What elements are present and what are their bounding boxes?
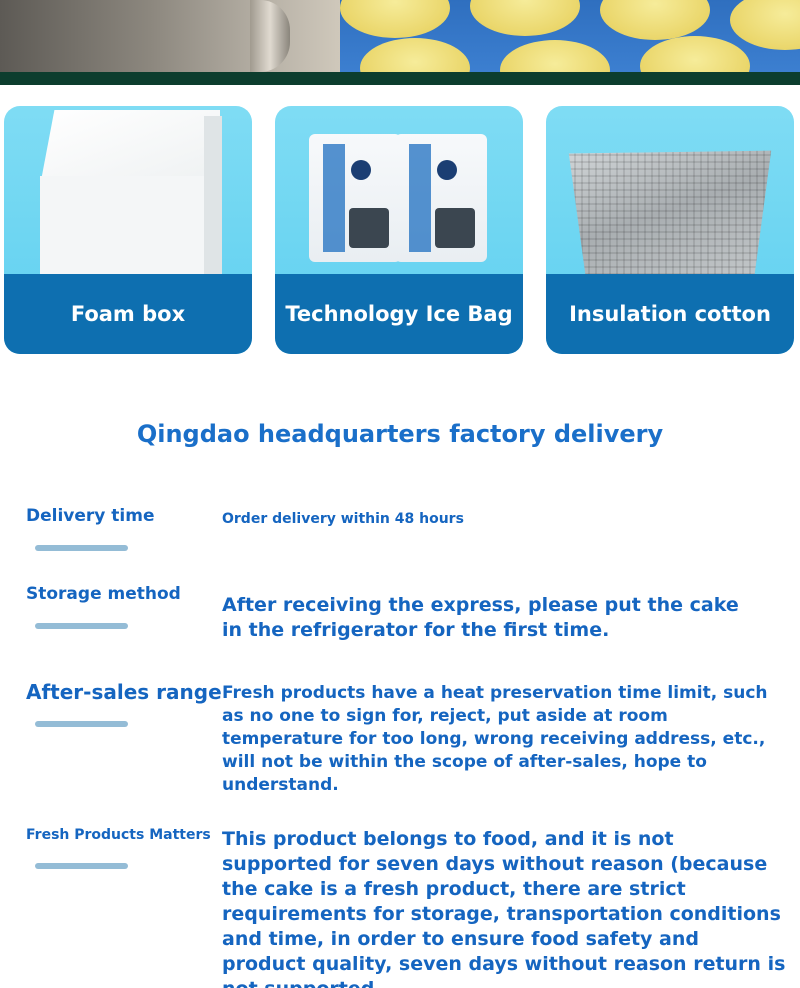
- row-text-fresh-products-matters: This product belongs to food, and it is …: [222, 828, 786, 988]
- card-label: Technology Ice Bag: [285, 302, 513, 326]
- conveyor-banner-image: [0, 0, 800, 72]
- cake-disc: [470, 0, 580, 36]
- row-label-delivery-time: Delivery time: [26, 506, 155, 526]
- card-label: Insulation cotton: [569, 302, 771, 326]
- row-label-storage-method: Storage method: [26, 584, 181, 604]
- row-label-after-sales-range: After-sales range: [26, 680, 222, 704]
- card-label-bar: Insulation cotton: [546, 274, 794, 354]
- row-text-storage-method: After receiving the express, please put …: [222, 594, 739, 641]
- row-text-delivery-time: Order delivery within 48 hours: [222, 511, 464, 527]
- roller-edge-shape: [250, 0, 290, 72]
- cake-disc: [600, 0, 710, 40]
- row-divider: [35, 863, 128, 869]
- cake-disc: [640, 36, 750, 72]
- card-label: Foam box: [70, 302, 186, 326]
- page-title: Qingdao headquarters factory delivery: [136, 420, 664, 448]
- row-text-after-sales-range: Fresh products have a heat preservation …: [222, 683, 768, 795]
- row-divider: [35, 545, 128, 551]
- card-ice-bag: Technology Ice Bag: [275, 106, 523, 354]
- cake-disc: [500, 40, 610, 72]
- insulation-cotton-image: [568, 150, 772, 282]
- card-label-bar: Foam box: [4, 274, 252, 354]
- row-label-fresh-products-matters: Fresh Products Matters: [26, 827, 211, 843]
- cake-disc: [360, 38, 470, 72]
- card-label-bar: Technology Ice Bag: [275, 274, 523, 354]
- cake-disc: [340, 0, 450, 38]
- row-divider: [35, 623, 128, 629]
- card-foam-box: Foam box: [4, 106, 252, 354]
- row-divider: [35, 721, 128, 727]
- cake-disc: [730, 0, 800, 50]
- banner-divider-band: [0, 72, 800, 85]
- card-insulation-cotton: Insulation cotton: [546, 106, 794, 354]
